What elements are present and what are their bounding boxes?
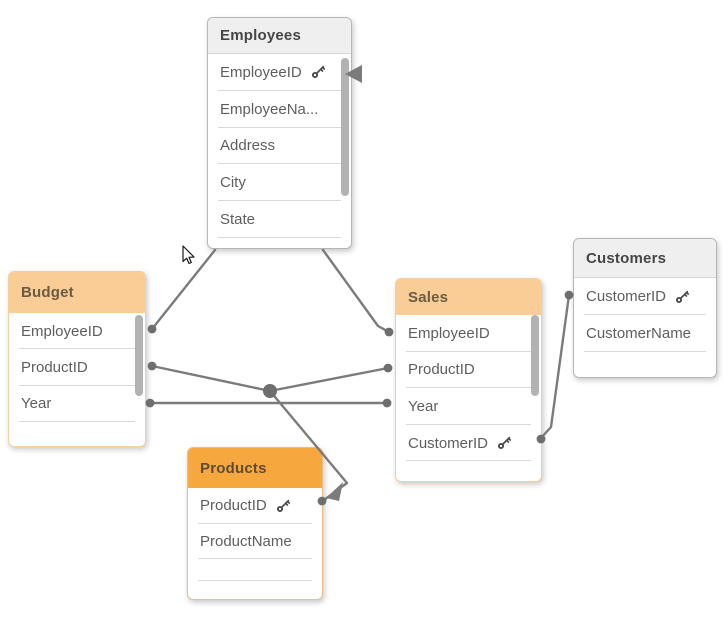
table-title: Customers	[586, 249, 667, 267]
field-row-products-0[interactable]: ProductID	[188, 488, 322, 524]
table-header-products[interactable]: Products	[188, 448, 322, 488]
connection-employees-to-sales-employeeid	[321, 248, 391, 334]
field-row-employees-0[interactable]: EmployeeID	[208, 54, 351, 91]
field-label: CustomerID	[408, 434, 489, 452]
key-icon	[276, 499, 290, 512]
budget-productid-anchor	[147, 361, 157, 371]
products-productid-arrow	[326, 482, 343, 501]
field-label: Year	[408, 397, 439, 415]
table-scrollbar-sales[interactable]	[531, 315, 539, 396]
field-row-employees-3[interactable]: City	[208, 164, 351, 201]
field-row-budget-1[interactable]: ProductID	[9, 349, 145, 387]
table-title: Sales	[408, 288, 449, 306]
field-label: EmployeeID	[220, 63, 302, 81]
field-label: EmployeeNa...	[220, 100, 319, 118]
field-row-employees-2[interactable]: Address	[208, 128, 351, 165]
connection-customers-customerid-to-sales-customerid	[539, 293, 571, 440]
connection-employees-to-budget-employeeid	[150, 248, 217, 331]
table-header-sales[interactable]: Sales	[396, 279, 541, 315]
sales-employeeid-anchor	[384, 327, 394, 337]
field-label: Year	[21, 395, 52, 413]
budget-employeeid-anchor	[147, 324, 157, 334]
connection-junction-to-sales-productid	[268, 366, 390, 393]
field-row-budget-2[interactable]: Year	[9, 386, 145, 423]
key-icon	[497, 436, 512, 450]
budget-year-anchor	[145, 398, 155, 408]
table-scrollbar-budget[interactable]	[135, 315, 143, 396]
field-row-budget-0[interactable]: EmployeeID	[9, 313, 145, 350]
field-row-sales-3[interactable]: CustomerID	[396, 425, 541, 462]
field-label: Address	[220, 137, 276, 155]
field-label: CustomerName	[586, 325, 692, 342]
field-row-sales-2[interactable]: Year	[396, 388, 541, 425]
key-icon	[675, 290, 690, 303]
field-row-sales-0[interactable]: EmployeeID	[396, 315, 541, 352]
field-label: EmployeeID	[21, 322, 103, 340]
field-label: City	[220, 174, 246, 192]
connection-budget-productid-to-junction	[150, 364, 272, 393]
field-label: State	[220, 211, 256, 229]
key-icon	[311, 66, 325, 79]
field-row-products-2	[188, 559, 322, 581]
table-scrollbar-employees[interactable]	[341, 58, 349, 196]
sales-productid-anchor	[383, 363, 393, 373]
field-label: ProductName	[200, 532, 292, 550]
field-row-sales-1[interactable]: ProductID	[396, 352, 541, 389]
field-row-employees-4[interactable]: State	[208, 201, 351, 238]
field-row-customers-1[interactable]: CustomerName	[574, 315, 716, 352]
field-label: ProductID	[21, 359, 88, 377]
table-header-employees[interactable]: Employees	[208, 18, 351, 54]
junction-dot	[263, 384, 277, 398]
mouse-cursor-icon	[182, 245, 195, 265]
field-row-employees-1[interactable]: EmployeeNa...	[208, 91, 351, 128]
table-title: Products	[200, 459, 267, 477]
field-label: ProductID	[200, 497, 267, 515]
field-label: CustomerID	[586, 288, 667, 305]
table-header-customers[interactable]: Customers	[574, 239, 716, 278]
sales-year-anchor	[382, 398, 392, 408]
table-title: Budget	[21, 284, 74, 301]
field-label: EmployeeID	[408, 324, 490, 342]
table-title: Employees	[220, 27, 302, 44]
table-header-budget[interactable]: Budget	[9, 272, 145, 313]
field-row-customers-0[interactable]: CustomerID	[574, 278, 716, 315]
field-label: ProductID	[408, 361, 475, 379]
field-row-products-1[interactable]: ProductName	[188, 524, 322, 560]
